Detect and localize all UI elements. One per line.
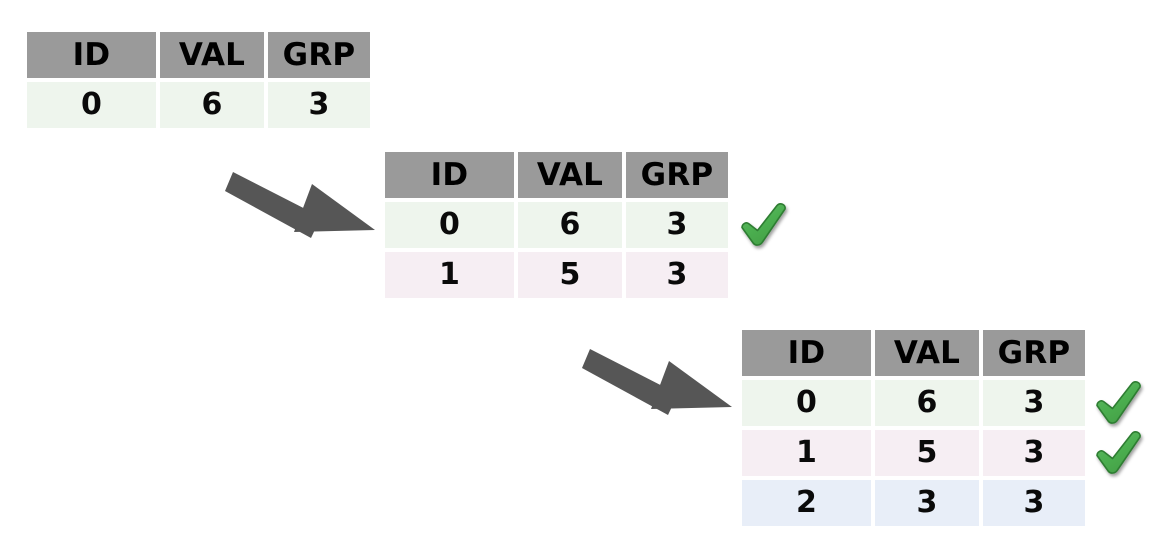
arrow-step2-to-step3 [582,337,752,432]
column-header-id: ID [385,152,514,198]
column-header-grp: GRP [983,330,1085,376]
green-check-mark-icon [1092,375,1148,431]
table-row: 1 5 3 [385,252,728,298]
cell-id: 0 [742,380,871,426]
cell-grp: 3 [983,430,1085,476]
cell-grp: 3 [626,252,728,298]
table-header-row: ID VAL GRP [385,152,728,198]
cell-grp: 3 [626,202,728,248]
cell-grp: 3 [983,480,1085,526]
cell-grp: 3 [983,380,1085,426]
table-row: 1 5 3 [742,430,1085,476]
cell-id: 1 [385,252,514,298]
cell-id: 1 [742,430,871,476]
green-check-mark-icon [1092,425,1148,481]
arrow-step1-to-step2 [225,160,395,255]
green-check-mark-icon [737,197,793,253]
column-header-grp: GRP [268,32,370,78]
cell-val: 6 [875,380,979,426]
cell-val: 6 [518,202,622,248]
column-header-id: ID [742,330,871,376]
cell-val: 5 [875,430,979,476]
cell-id: 2 [742,480,871,526]
cell-val: 6 [160,82,264,128]
table-row: 2 3 3 [742,480,1085,526]
cell-grp: 3 [268,82,370,128]
table-row: 0 6 3 [385,202,728,248]
column-header-val: VAL [518,152,622,198]
column-header-id: ID [27,32,156,78]
cell-id: 0 [27,82,156,128]
column-header-val: VAL [160,32,264,78]
table-header-row: ID VAL GRP [742,330,1085,376]
table-header-row: ID VAL GRP [27,32,370,78]
cell-val: 3 [875,480,979,526]
cell-id: 0 [385,202,514,248]
table-row: 0 6 3 [742,380,1085,426]
column-header-val: VAL [875,330,979,376]
cell-val: 5 [518,252,622,298]
column-header-grp: GRP [626,152,728,198]
table-row: 0 6 3 [27,82,370,128]
